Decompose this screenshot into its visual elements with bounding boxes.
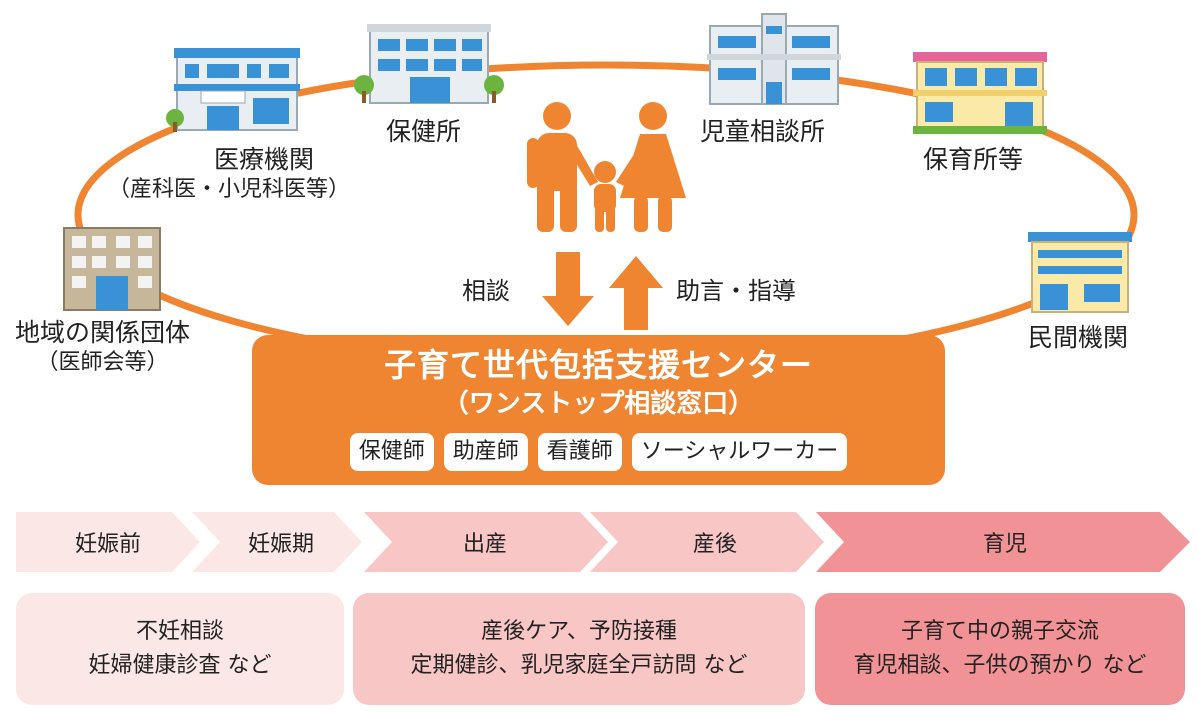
center-subtitle: （ワンストップ相談窓口） [442, 389, 755, 419]
support-center-box: 子育て世代包括支援センター （ワンストップ相談窓口） 保健師 助産師 看護師 ソ… [252, 335, 945, 485]
staff-row: 保健師 助産師 看護師 ソーシャルワーカー [252, 433, 945, 471]
stage-label-birth: 出産 [380, 512, 590, 572]
support-line: 産後ケア、予防接種 [481, 619, 677, 644]
stage-text-pregnancy: 妊娠期 [247, 532, 314, 557]
stage-label-childrearing: 育児 [840, 512, 1170, 572]
medical-label: 医療機関 （産科医・小児科医等） [108, 145, 350, 205]
support-line: 育児相談、子供の預かり など [853, 653, 1147, 678]
staff-nurse: 看護師 [537, 433, 622, 471]
health-center-label: 保健所 [386, 117, 462, 146]
medical-name: 医療機関 [214, 145, 315, 174]
support-box-childrearing: 子育て中の親子交流 育児相談、子供の預かり など [815, 593, 1185, 705]
up-arrow-icon [609, 256, 663, 330]
health-center-building-icon [354, 24, 504, 104]
local-groups-sub: （医師会等） [36, 350, 169, 375]
stage-label-prepregnancy: 妊娠前 [16, 512, 200, 572]
stage-label-postpartum: 産後 [610, 512, 820, 572]
support-line: 子育て中の親子交流 [900, 619, 1099, 644]
medical-sub: （産科医・小児科医等） [108, 177, 351, 202]
child-consultation-building-icon [707, 13, 841, 105]
nursery-label: 保育所等 [923, 145, 1024, 174]
stage-chevron-prepregnancy [16, 512, 200, 572]
private-building-icon [1028, 232, 1132, 313]
family-icon [527, 102, 686, 232]
stage-chevron-postpartum [590, 512, 824, 572]
stage-label-pregnancy: 妊娠期 [200, 512, 362, 572]
child-consultation-label: 児童相談所 [700, 117, 826, 146]
medical-building-icon [166, 48, 300, 132]
local-groups-label: 地域の関係団体 （医師会等） [15, 318, 190, 378]
staff-social-worker: ソーシャルワーカー [631, 433, 848, 471]
local-groups-name: 地域の関係団体 [15, 318, 191, 347]
stage-text-postpartum: 産後 [692, 532, 737, 557]
support-line: 不妊相談 [135, 619, 224, 644]
private-label: 民間機関 [1028, 323, 1129, 352]
center-title: 子育て世代包括支援センター [383, 346, 813, 384]
support-line: 定期健診、乳児家庭全戸訪問 など [410, 653, 748, 678]
advice-label: 助言・指導 [676, 277, 796, 305]
stage-chevron-pregnancy [192, 512, 362, 572]
staff-public-health-nurse: 保健師 [349, 433, 434, 471]
stage-chevron-childrearing [816, 512, 1190, 572]
down-arrow-icon [542, 252, 594, 326]
support-box-pregnancy: 不妊相談 妊婦健康診査 など [16, 593, 344, 705]
consult-label: 相談 [462, 277, 510, 305]
stage-chevron-birth [364, 512, 608, 572]
staff-midwife: 助産師 [443, 433, 528, 471]
support-box-postpartum: 産後ケア、予防接種 定期健診、乳児家庭全戸訪問 など [353, 593, 805, 705]
support-line: 妊婦健康診査 など [88, 653, 272, 678]
nursery-building-icon [913, 52, 1047, 134]
stage-text-prepregnancy: 妊娠前 [74, 532, 141, 557]
stage-text-childrearing: 育児 [982, 532, 1027, 557]
network-diagram [63, 13, 1138, 369]
stage-text-birth: 出産 [462, 532, 507, 557]
local-groups-building-icon [63, 227, 161, 311]
